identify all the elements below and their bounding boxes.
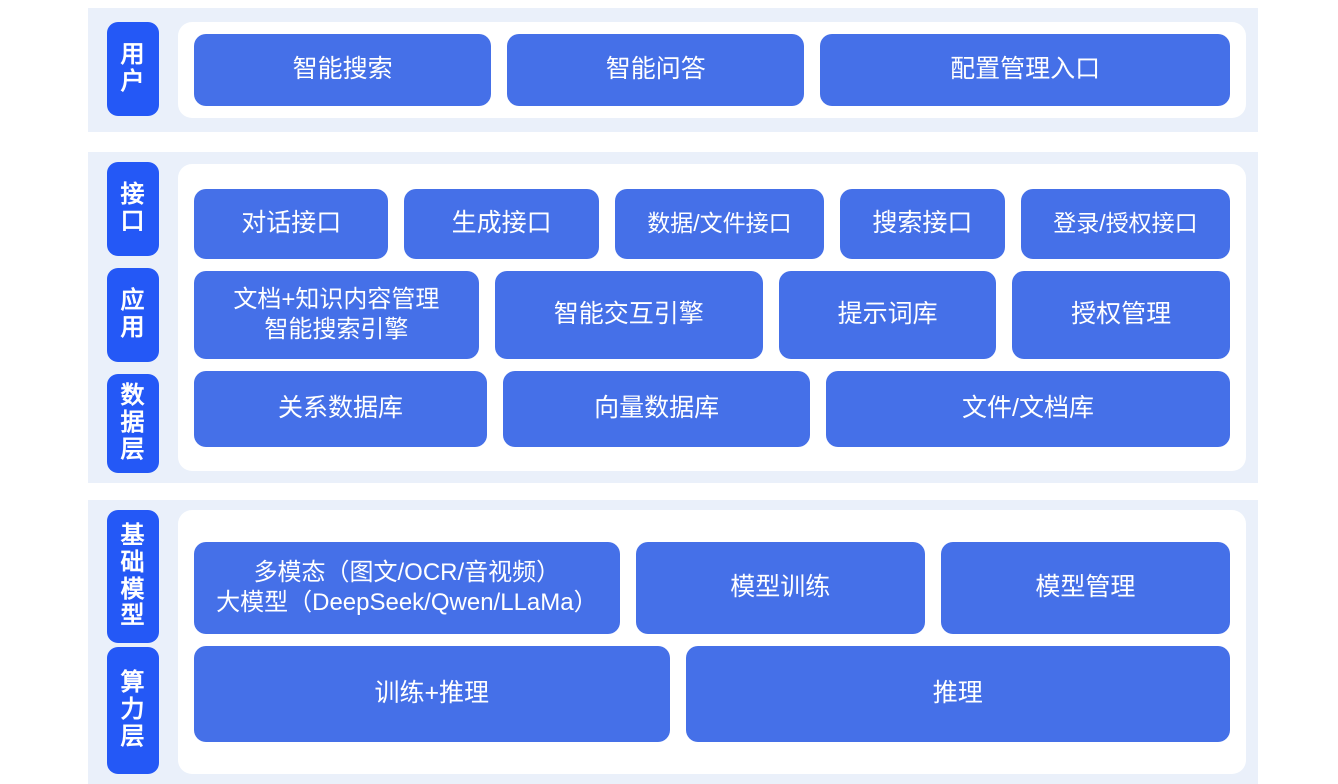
data-layer-tab[interactable]: 数据层 bbox=[107, 374, 159, 473]
section-platform-layer: 接口 应用 数据层 对话接口 生成接口 数据/文件接口 搜索接口 登录/授权接口… bbox=[88, 152, 1258, 483]
box-config-management-entry[interactable]: 配置管理入口 bbox=[820, 34, 1230, 106]
box-data-file-api[interactable]: 数据/文件接口 bbox=[614, 188, 825, 259]
rail-user-layer: 用户 bbox=[88, 8, 178, 132]
row-foundation-model: 多模态（图文/OCR/音视频） 大模型（DeepSeek/Qwen/LLaMa）… bbox=[194, 542, 1230, 634]
box-training-and-inference[interactable]: 训练+推理 bbox=[194, 646, 670, 742]
box-smart-search[interactable]: 智能搜索 bbox=[194, 34, 492, 106]
box-search-api[interactable]: 搜索接口 bbox=[840, 188, 1005, 259]
rail-platform-layer: 接口 应用 数据层 bbox=[88, 152, 178, 483]
box-doc-knowledge-content-management[interactable]: 文档+知识内容管理 智能搜索引擎 bbox=[194, 270, 479, 359]
compute-layer-tab-label: 算力层 bbox=[120, 669, 146, 750]
application-layer-tab[interactable]: 应用 bbox=[107, 268, 159, 362]
data-layer-tab-label: 数据层 bbox=[120, 382, 146, 463]
card-infrastructure-layer: 多模态（图文/OCR/音视频） 大模型（DeepSeek/Qwen/LLaMa）… bbox=[178, 510, 1246, 774]
interface-layer-tab-label: 接口 bbox=[120, 181, 146, 235]
row-user-entries: 智能搜索 智能问答 配置管理入口 bbox=[194, 34, 1230, 106]
rail-infrastructure-layer: 基础模型 算力层 bbox=[88, 500, 178, 784]
box-model-management[interactable]: 模型管理 bbox=[940, 542, 1230, 634]
application-layer-tab-label: 应用 bbox=[120, 287, 146, 341]
box-login-auth-api[interactable]: 登录/授权接口 bbox=[1020, 188, 1231, 259]
box-smart-qa[interactable]: 智能问答 bbox=[507, 34, 805, 106]
box-relational-database[interactable]: 关系数据库 bbox=[194, 370, 488, 447]
box-multimodal-large-model[interactable]: 多模态（图文/OCR/音视频） 大模型（DeepSeek/Qwen/LLaMa） bbox=[194, 542, 620, 634]
row-interface: 对话接口 生成接口 数据/文件接口 搜索接口 登录/授权接口 bbox=[194, 188, 1231, 259]
foundation-model-layer-tab[interactable]: 基础模型 bbox=[107, 510, 159, 643]
box-file-document-store[interactable]: 文件/文档库 bbox=[826, 370, 1230, 447]
row-data: 关系数据库 向量数据库 文件/文档库 bbox=[194, 370, 1230, 447]
interface-layer-tab[interactable]: 接口 bbox=[107, 162, 159, 256]
user-layer-tab[interactable]: 用户 bbox=[107, 22, 159, 116]
section-user-layer: 用户 智能搜索 智能问答 配置管理入口 bbox=[88, 8, 1258, 132]
box-inference[interactable]: 推理 bbox=[685, 646, 1230, 742]
box-model-training[interactable]: 模型训练 bbox=[635, 542, 925, 634]
card-platform-layer: 对话接口 生成接口 数据/文件接口 搜索接口 登录/授权接口 文档+知识内容管理… bbox=[178, 164, 1246, 471]
foundation-model-layer-tab-label: 基础模型 bbox=[120, 521, 146, 630]
user-layer-tab-label: 用户 bbox=[120, 41, 146, 95]
box-dialog-api[interactable]: 对话接口 bbox=[194, 188, 389, 259]
row-compute: 训练+推理 推理 bbox=[194, 646, 1230, 742]
box-prompt-library[interactable]: 提示词库 bbox=[778, 270, 997, 359]
card-user-layer: 智能搜索 智能问答 配置管理入口 bbox=[178, 22, 1246, 118]
row-application: 文档+知识内容管理 智能搜索引擎 智能交互引擎 提示词库 授权管理 bbox=[194, 270, 1230, 359]
box-generation-api[interactable]: 生成接口 bbox=[404, 188, 599, 259]
section-infrastructure-layer: 基础模型 算力层 多模态（图文/OCR/音视频） 大模型（DeepSeek/Qw… bbox=[88, 500, 1258, 784]
box-smart-interaction-engine[interactable]: 智能交互引擎 bbox=[494, 270, 763, 359]
box-authorization-management[interactable]: 授权管理 bbox=[1012, 270, 1230, 359]
box-vector-database[interactable]: 向量数据库 bbox=[503, 370, 811, 447]
compute-layer-tab[interactable]: 算力层 bbox=[107, 647, 159, 774]
